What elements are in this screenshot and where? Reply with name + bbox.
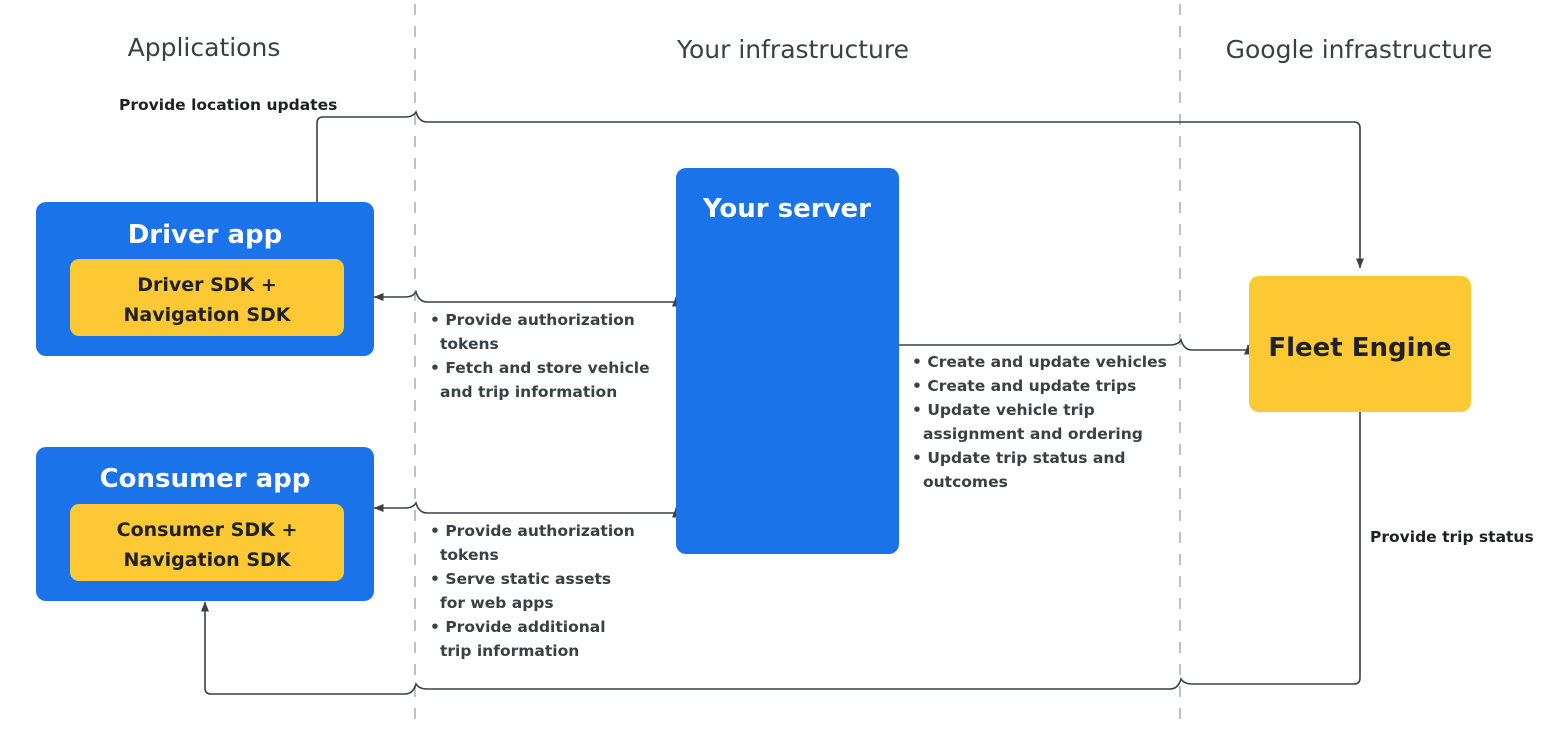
node-your-server[interactable]: Your server (676, 168, 899, 554)
edge-server-fleet (899, 338, 1252, 355)
your-server-shape (676, 168, 899, 554)
consumer-sdk-line-1: Consumer SDK + (117, 519, 298, 541)
bullets-server-fleet: • Create and update vehicles • Create an… (912, 353, 1167, 491)
bullets-driver-server: • Provide authorization tokens • Fetch a… (430, 311, 650, 401)
node-consumer-app[interactable]: Consumer app Consumer SDK + Navigation S… (36, 447, 374, 601)
bullet-line: • Update vehicle trip (912, 401, 1095, 419)
bullet-line: trip information (440, 642, 579, 660)
bullet-line: • Provide additional (430, 618, 606, 636)
bullet-line: • Serve static assets (430, 570, 611, 588)
edge-driver-server (373, 290, 680, 307)
bullet-line: outcomes (923, 473, 1008, 491)
bullet-line: assignment and ordering (923, 425, 1143, 443)
consumer-sdk-shape (70, 504, 344, 581)
consumer-sdk-line-2: Navigation SDK (123, 549, 291, 571)
driver-app-title: Driver app (128, 220, 283, 250)
lane-title-applications: Applications (128, 33, 281, 62)
bullet-line: tokens (440, 546, 499, 564)
driver-sdk-line-1: Driver SDK + (137, 274, 277, 296)
edge-label-trip-status: Provide trip status (1370, 528, 1534, 546)
bullet-line: • Provide authorization (430, 311, 635, 329)
bullet-line: • Create and update vehicles (912, 353, 1167, 371)
bullet-line: • Fetch and store vehicle (430, 359, 650, 377)
bullet-line: • Update trip status and (912, 449, 1125, 467)
edge-label-location-updates: Provide location updates (119, 96, 337, 114)
driver-sdk-line-2: Navigation SDK (123, 304, 291, 326)
driver-sdk-shape (70, 259, 344, 336)
bullet-line: for web apps (440, 594, 554, 612)
lane-title-your-infrastructure: Your infrastructure (676, 35, 909, 64)
edge-consumer-server (373, 501, 680, 518)
your-server-title: Your server (702, 194, 871, 224)
bullet-line: tokens (440, 335, 499, 353)
bullet-line: • Create and update trips (912, 377, 1136, 395)
consumer-app-title: Consumer app (100, 464, 311, 494)
bullets-consumer-server: • Provide authorization tokens • Serve s… (430, 522, 635, 660)
bullet-line: and trip information (440, 383, 617, 401)
node-driver-app[interactable]: Driver app Driver SDK + Navigation SDK (36, 202, 374, 356)
fleet-engine-title: Fleet Engine (1268, 333, 1451, 363)
lane-title-google-infrastructure: Google infrastructure (1226, 35, 1493, 64)
edge-location-updates (316, 110, 1364, 269)
bullet-line: • Provide authorization (430, 522, 635, 540)
edge-trip-status (201, 412, 1361, 695)
fleet-engine-shape (1249, 276, 1471, 412)
node-fleet-engine[interactable]: Fleet Engine (1249, 276, 1471, 412)
